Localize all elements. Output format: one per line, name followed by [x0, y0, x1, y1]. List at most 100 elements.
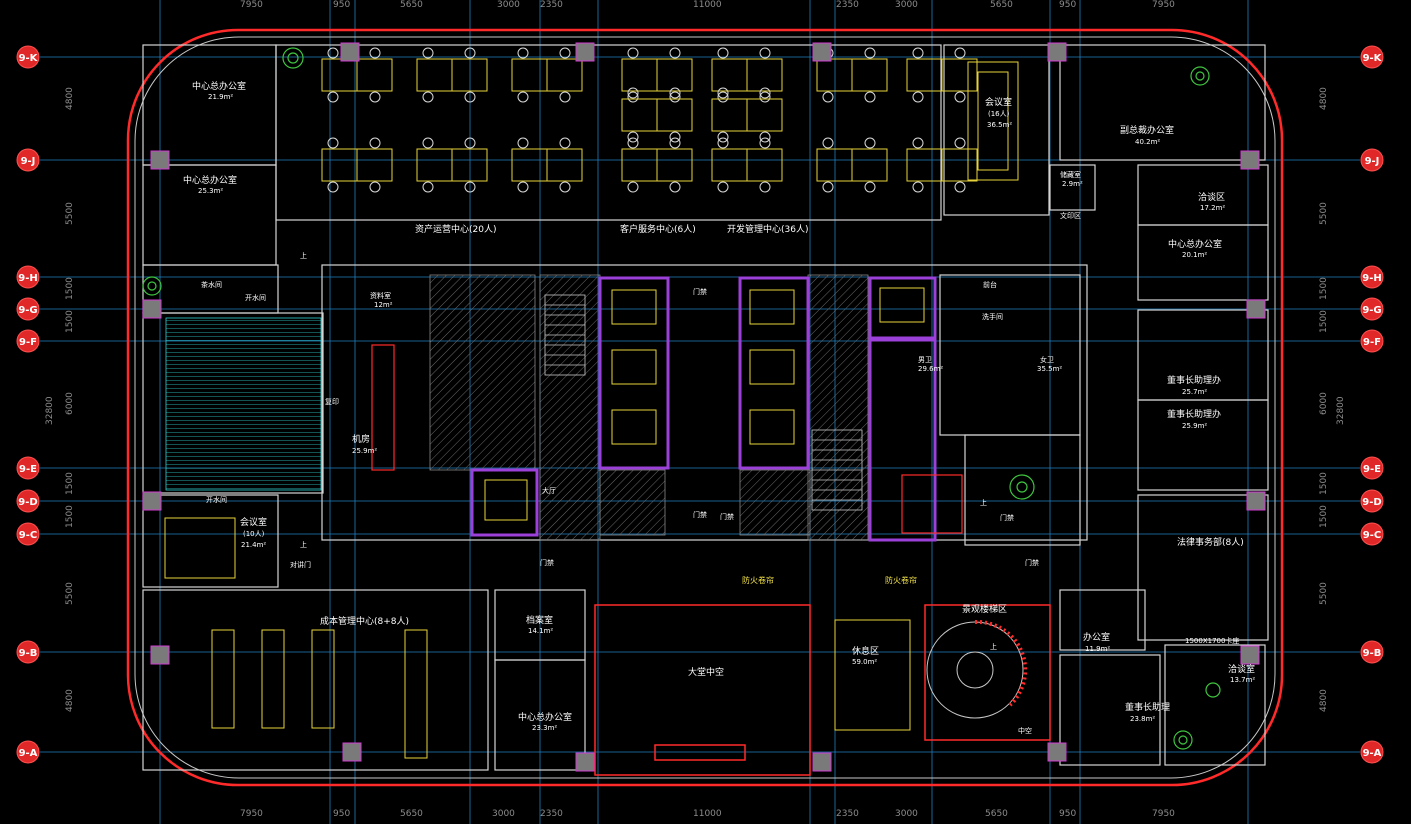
axis-9f-right: 9-F [1363, 337, 1381, 348]
room-data: 资料室 [370, 291, 391, 300]
label-door-1: 门禁 [693, 287, 707, 296]
dim-left-7: 1500 [65, 505, 75, 528]
label-door-5: 门禁 [1000, 513, 1014, 522]
dim-bottom-5: 2350 [540, 809, 563, 819]
dim-top-9: 5650 [990, 0, 1013, 10]
room-office-center-1-area: 21.9m² [208, 93, 233, 101]
axis-9f-left: 9-F [19, 337, 37, 348]
room-labels: 中心总办公室 21.9m² 中心总办公室 25.3m² 资产运营中心(20人) … [183, 80, 1255, 735]
room-front-desk: 前台 [983, 280, 997, 289]
dim-left-3: 1500 [65, 277, 75, 300]
stair-icon [544, 294, 863, 511]
central-core [321, 264, 1088, 546]
dim-top-8: 3000 [895, 0, 918, 10]
label-door-2: 门禁 [693, 510, 707, 519]
room-meeting-10: 会议室 [240, 516, 267, 528]
room-tea: 茶水间 [201, 280, 222, 289]
dim-bottom-1: 7950 [240, 809, 263, 819]
axis-9c-left: 9-C [19, 530, 37, 541]
label-fire-door-2: 防火卷帘 [885, 575, 917, 585]
dim-left-9: 4800 [65, 689, 75, 712]
room-atrium-small: 中空 [1018, 726, 1032, 735]
room-office-center-2: 中心总办公室 [183, 174, 237, 186]
room-legal: 法律事务部(8人) [1177, 536, 1244, 548]
dimension-labels: 7950 950 5650 3000 2350 11000 2350 3000 … [45, 0, 1346, 819]
axis-bubbles: 9-K 9-K 9-J 9-J 9-H 9-H 9-G 9-G 9-F 9-F … [16, 45, 1384, 764]
dim-top-1: 7950 [240, 0, 263, 10]
room-client-center: 客户服务中心(6人) [620, 223, 696, 235]
room-office-small: 办公室 [1083, 631, 1110, 643]
tree-icon [142, 47, 1221, 750]
axis-9b-right: 9-B [1363, 648, 1382, 659]
dim-right-3: 1500 [1319, 277, 1329, 300]
dim-top-10: 950 [1059, 0, 1076, 10]
label-fire-door-1: 防火卷帘 [742, 575, 774, 585]
dim-left-2: 5500 [65, 202, 75, 225]
axis-9b-left: 9-B [19, 648, 38, 659]
room-archive: 档案室 [526, 614, 553, 626]
axis-9c-right: 9-C [1363, 530, 1381, 541]
dim-bottom-9: 5650 [985, 809, 1008, 819]
axis-9j-right: 9-J [1365, 156, 1380, 167]
room-male-wc: 男卫 [918, 356, 932, 364]
axis-9k-right: 9-K [1363, 53, 1383, 64]
room-legal-note: 1500X1700卡座 [1185, 636, 1239, 645]
room-rest-area: 休息区 [852, 645, 879, 657]
room-lobby: 大厅 [542, 486, 556, 495]
curtain-wall-outline [126, 28, 1284, 787]
axis-bubble-icon [16, 45, 1384, 764]
room-chairman-assistant-area: 23.8m² [1130, 715, 1155, 723]
dim-top-5: 2350 [540, 0, 563, 10]
room-chairman-assistant: 董事长助理 [1125, 701, 1170, 713]
room-office-center-1: 中心总办公室 [192, 80, 246, 92]
axis-9e-right: 9-E [1363, 464, 1381, 475]
room-cost-center: 成本管理中心(8+8人) [320, 615, 409, 627]
room-pantry: 开水间 [245, 293, 266, 302]
room-view-stairs: 景观楼梯区 [962, 603, 1007, 615]
dim-left-total: 32800 [45, 396, 55, 425]
room-atrium: 大堂中空 [688, 666, 724, 678]
dim-right-2: 5500 [1319, 202, 1329, 225]
room-assistant-2: 董事长助理办 [1167, 408, 1221, 420]
dim-top-3: 5650 [400, 0, 423, 10]
dim-left-1: 4800 [65, 87, 75, 110]
dim-right-6: 1500 [1319, 472, 1329, 495]
room-machine: 机房 [352, 433, 370, 445]
room-male-wc-area: 29.6m² [918, 365, 943, 373]
dim-top-11: 7950 [1152, 0, 1175, 10]
dim-bottom-4: 3000 [492, 809, 515, 819]
dim-top-6: 11000 [693, 0, 722, 10]
dim-top-7: 2350 [836, 0, 859, 10]
room-storage-area: 2.9m² [1062, 180, 1083, 188]
room-asset-center: 资产运营中心(20人) [415, 223, 496, 235]
axis-9k-left: 9-K [19, 53, 39, 64]
label-door-3: 门禁 [540, 558, 554, 567]
axis-9d-right: 9-D [1362, 497, 1381, 508]
room-discussion-room-area: 13.7m² [1230, 676, 1255, 684]
room-vp-office: 副总裁办公室 [1120, 124, 1174, 136]
axis-9g-right: 9-G [1362, 305, 1381, 316]
label-up-1: 上 [300, 251, 307, 260]
label-up-2: 上 [300, 540, 307, 549]
room-assistant-2-area: 25.9m² [1182, 422, 1207, 430]
room-office-small-area: 11.9m² [1085, 645, 1110, 653]
dim-bottom-6: 11000 [693, 809, 722, 819]
room-archive-area: 14.1m² [528, 627, 553, 635]
dim-top-2: 950 [333, 0, 350, 10]
room-meeting-16: 会议室 [985, 96, 1012, 108]
label-door-7: 对讲门 [290, 560, 311, 569]
dim-bottom-11: 7950 [1152, 809, 1175, 819]
dim-bottom-7: 2350 [836, 809, 859, 819]
dim-right-7: 1500 [1319, 505, 1329, 528]
axis-9d-left: 9-D [18, 497, 37, 508]
room-discussion-room: 洽谈室 [1228, 663, 1255, 675]
dim-bottom-8: 3000 [895, 809, 918, 819]
axis-9e-left: 9-E [19, 464, 37, 475]
axis-9h-right: 9-H [1362, 273, 1381, 284]
axis-9g-left: 9-G [18, 305, 37, 316]
dim-right-4: 1500 [1319, 310, 1329, 333]
dim-right-5: 6000 [1319, 392, 1329, 415]
dim-left-6: 1500 [65, 472, 75, 495]
dim-right-9: 4800 [1319, 689, 1329, 712]
